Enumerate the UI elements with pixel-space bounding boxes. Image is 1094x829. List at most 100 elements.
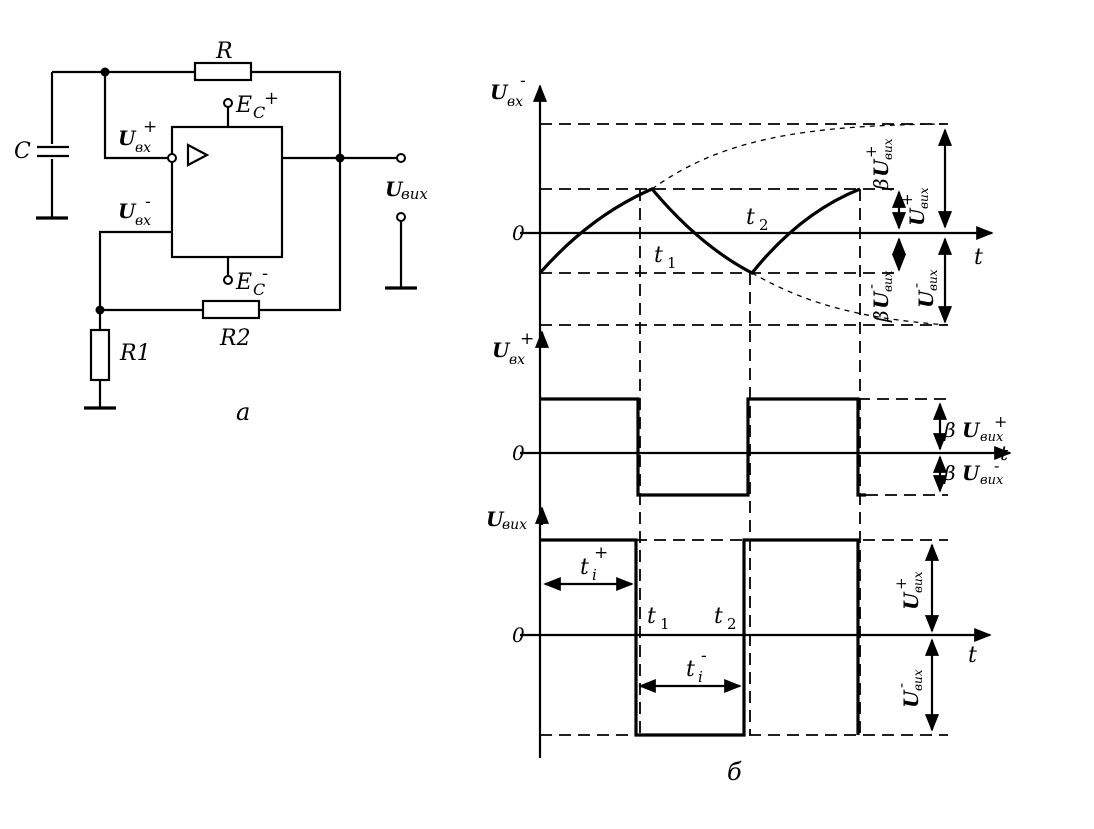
panel-capacitor-voltage: U вх - 0 t t 1 t 2 β U вих + U [490, 71, 994, 326]
inverting-input-marker [167, 153, 177, 163]
label-u-in-plus: U вх + [118, 117, 157, 156]
label-beta-u-out-minus-rot: β U вих - [862, 270, 895, 323]
svg-text:-: - [907, 283, 925, 288]
resistor-r2 [201, 299, 261, 320]
svg-text:U: U [118, 199, 137, 223]
svg-text:U: U [899, 689, 923, 708]
output-ground-terminal [396, 212, 406, 222]
svg-text:вих: вих [911, 669, 925, 691]
label-panel1-t2: t 2 [746, 205, 769, 234]
node-top-left [100, 67, 110, 77]
svg-text:2: 2 [759, 216, 769, 234]
svg-text:-: - [892, 683, 910, 688]
svg-text:+: + [143, 117, 157, 137]
svg-text:вих: вих [980, 473, 1004, 488]
label-panel1-axis: U вх - [490, 71, 526, 110]
label-ti-minus: t i - [686, 646, 707, 686]
svg-text:вих: вих [980, 430, 1004, 445]
svg-text:вих: вих [926, 269, 940, 291]
label-beta-u-out-minus: β U вих - [943, 456, 1004, 488]
svg-text:-: - [145, 192, 151, 212]
input-waveform [540, 397, 866, 497]
svg-text:t: t [647, 604, 656, 629]
label-panel1-t: t [974, 245, 983, 270]
supply-minus-pin [223, 275, 233, 285]
label-panel3-t1: t 1 [647, 604, 670, 633]
svg-text:U: U [490, 80, 509, 104]
svg-text:вх: вх [507, 94, 523, 110]
svg-text:U: U [869, 290, 893, 309]
label-r1: R1 [119, 341, 151, 366]
label-panel2-zero: 0 [512, 441, 525, 465]
svg-text:U: U [962, 418, 981, 442]
timing-diagrams: U вх - 0 t t 1 t 2 β U вих + U [486, 71, 1012, 786]
supply-plus-pin [223, 98, 233, 108]
svg-text:β: β [869, 178, 893, 191]
svg-text:U: U [118, 126, 137, 150]
part-label-b: б [727, 758, 742, 786]
svg-text:+: + [594, 543, 608, 563]
part-label-a: а [236, 398, 250, 426]
svg-text:вх: вх [135, 213, 151, 229]
label-u-in-minus: U вх - [118, 192, 151, 229]
output-terminal [396, 153, 406, 163]
svg-text:вих: вих [911, 571, 925, 593]
svg-text:-: - [701, 646, 707, 666]
label-supply-plus: E C + [235, 88, 279, 122]
label-panel1-t1: t 1 [654, 243, 677, 272]
svg-text:E: E [235, 270, 252, 295]
label-u-out: U вих [385, 177, 428, 203]
circuit-schematic: R C R1 R2 U вх + U вх - U вих E C + E C … [14, 39, 428, 426]
label-u-out-minus-rot: U вих - [907, 269, 940, 308]
svg-text:t: t [714, 604, 723, 629]
panel-input-voltage: U вх + 0 t β U вих + β U вих - [492, 329, 1012, 497]
label-ti-plus: t i + [580, 543, 608, 584]
output-waveform [540, 538, 860, 737]
charge-asymptote [651, 123, 949, 190]
sync-guides [639, 189, 861, 735]
discharge-asymptote [751, 272, 949, 326]
svg-text:вих: вих [502, 517, 527, 533]
label-panel1-zero: 0 [512, 221, 525, 245]
label-panel3-u-out-plus-rot: U вих + [892, 571, 925, 610]
label-panel3-t2: t 2 [714, 604, 737, 633]
label-panel3-u-out-minus-rot: U вих - [892, 669, 925, 708]
svg-text:U: U [899, 591, 923, 610]
resistor-r1 [89, 328, 111, 382]
svg-text:вх: вх [135, 140, 151, 156]
label-c: C [14, 139, 31, 164]
svg-text:-: - [862, 284, 880, 289]
svg-text:U: U [486, 507, 505, 531]
svg-text:-: - [994, 456, 999, 475]
label-beta-u-out-plus-rot: β U вих + [862, 138, 895, 191]
op-amp-symbol [186, 143, 210, 167]
svg-text:t: t [580, 555, 589, 580]
label-u-out-plus-rot: U вих + [898, 187, 931, 226]
svg-text:β: β [943, 461, 956, 485]
svg-text:C: C [253, 280, 265, 299]
svg-text:t: t [686, 657, 695, 682]
svg-text:U: U [914, 289, 938, 308]
label-panel3-t: t [968, 643, 977, 668]
svg-text:U: U [905, 207, 929, 226]
svg-text:+: + [520, 329, 534, 349]
label-panel2-t: t [1000, 441, 1009, 465]
svg-text:вих: вих [401, 185, 428, 203]
svg-text:2: 2 [727, 615, 737, 633]
svg-text:+: + [898, 193, 916, 206]
svg-text:+: + [994, 412, 1007, 431]
label-panel3-axis: U вих [486, 507, 527, 533]
svg-text:β: β [943, 418, 956, 442]
svg-text:вих: вих [881, 270, 895, 292]
panel-output-voltage: U вих 0 t t i + t i - t 1 t 2 [486, 507, 992, 737]
label-panel2-axis: U вх + [492, 329, 534, 368]
svg-text:1: 1 [667, 254, 677, 272]
svg-text:U: U [385, 177, 404, 201]
svg-text:+: + [862, 145, 880, 158]
svg-text:i: i [592, 566, 597, 584]
svg-text:+: + [264, 88, 279, 109]
svg-text:U: U [492, 338, 511, 362]
label-r: R [215, 39, 233, 64]
svg-text:i: i [698, 668, 703, 686]
